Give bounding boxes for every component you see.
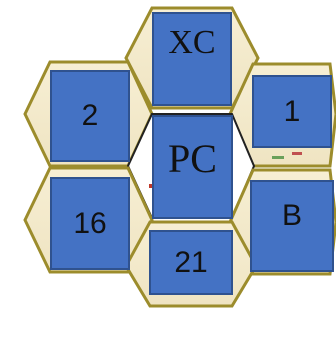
tile-1[interactable]: 1	[252, 75, 332, 148]
tile-2[interactable]: 2	[50, 70, 130, 162]
tile-b[interactable]: B	[250, 180, 334, 272]
tile-1-label: 1	[284, 97, 301, 127]
tile-pc-label: PC	[168, 139, 217, 179]
decor-green-mark	[272, 156, 284, 159]
decor-red-mark	[292, 152, 302, 155]
tile-pc[interactable]: PC	[152, 115, 233, 219]
tile-21-label: 21	[174, 248, 207, 278]
tile-b-label: B	[282, 201, 302, 231]
tile-xc[interactable]: XC	[152, 12, 232, 106]
tile-xc-label: XC	[168, 26, 215, 60]
tile-16-label: 16	[73, 209, 106, 239]
tile-16[interactable]: 16	[50, 177, 130, 270]
tile-2-label: 2	[82, 101, 99, 131]
tile-21[interactable]: 21	[149, 230, 233, 295]
